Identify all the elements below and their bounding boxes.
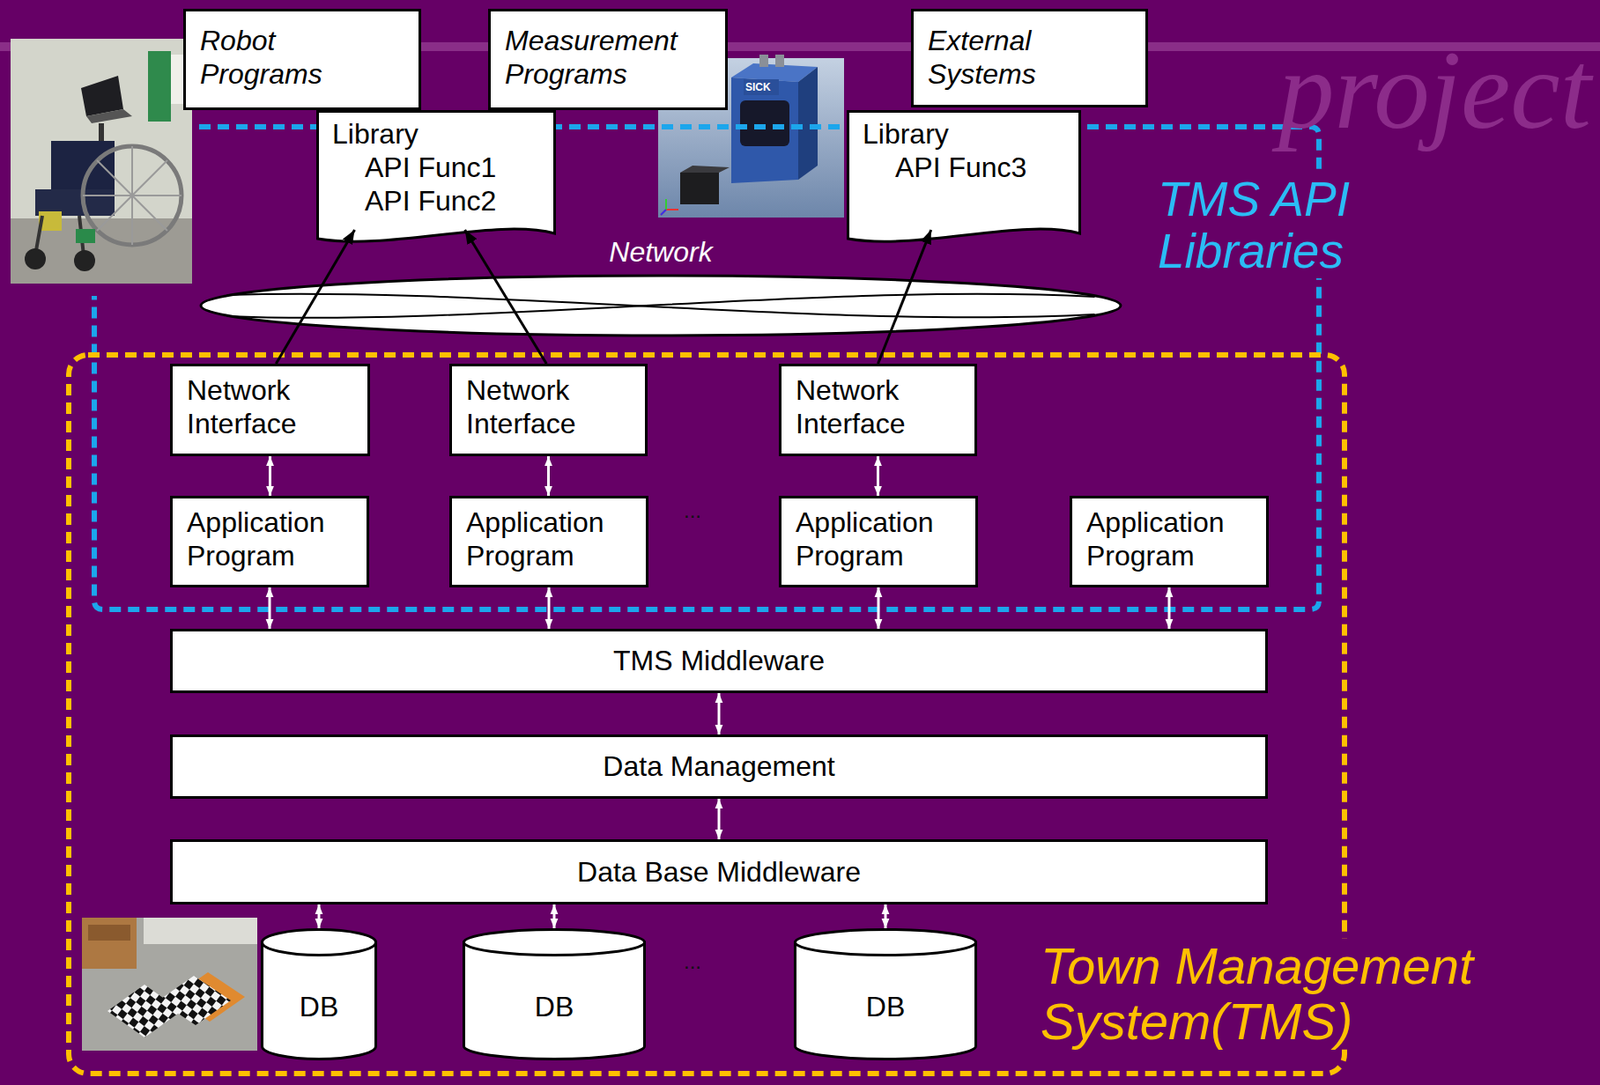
program-box: Robot Programs	[183, 8, 422, 111]
connector-arrow	[318, 904, 321, 929]
connector-arrow	[465, 229, 548, 364]
database-cylinder: DB	[462, 928, 646, 1061]
region-label: TMS API Libraries	[1152, 173, 1417, 279]
cylinder-top	[464, 930, 645, 956]
node-text: Library	[316, 117, 548, 151]
application-box: Application Program	[449, 496, 649, 588]
api-function: API Func2	[316, 184, 548, 218]
program-box: Measurement Programs	[488, 8, 728, 111]
floor-marker-photo	[81, 918, 258, 1052]
connector-arrow	[268, 456, 272, 497]
layer-bar: TMS Middleware	[170, 629, 1268, 694]
connector-arrow	[553, 904, 556, 929]
wheelchair-photo	[10, 38, 193, 284]
database-cylinder: DB	[260, 928, 378, 1061]
library-document: LibraryAPI Func3	[846, 110, 1082, 248]
node-text: Application Program	[466, 505, 632, 574]
database-cylinder: DB	[793, 928, 978, 1061]
connector-arrow	[876, 456, 880, 497]
application-box: Application Program	[778, 496, 978, 588]
node-text: Network Interface	[466, 373, 631, 442]
network-outline	[200, 275, 1121, 336]
node-text: Robot Programs	[200, 23, 359, 92]
connector-arrow	[718, 799, 721, 840]
cylinder-top	[795, 930, 977, 956]
node-text: Data Base Middleware	[577, 855, 861, 889]
application-box: Application Program	[1069, 496, 1269, 588]
connector-arrow	[275, 229, 355, 364]
system-box: External Systems	[911, 8, 1149, 108]
interface-box: Network Interface	[449, 363, 648, 457]
connector-arrow	[268, 587, 272, 630]
node-text: Network Interface	[186, 373, 354, 442]
connector-arrow	[878, 229, 932, 364]
network-ellipse: Network	[199, 234, 1123, 339]
cylinder-top	[262, 930, 377, 956]
api-region: TMS API LibrariesLibraryAPI Func1API Fun…	[91, 124, 1322, 613]
node-text: External Systems	[927, 23, 1104, 92]
node-text: DB	[793, 990, 978, 1024]
node-text: Data Management	[602, 749, 835, 784]
ellipsis-label: ...	[683, 949, 702, 975]
application-box: Application Program	[170, 496, 370, 588]
node-text: DB	[260, 990, 378, 1024]
network-line	[226, 294, 1095, 319]
node-text: TMS Middleware	[613, 644, 825, 678]
api-function: API Func1	[316, 150, 548, 185]
connector-arrow	[1168, 587, 1171, 630]
api-function: API Func3	[846, 150, 1073, 185]
interface-box: Network Interface	[170, 363, 371, 457]
node-text: Network Interface	[795, 373, 961, 442]
connector-arrow	[547, 456, 550, 497]
node-text: Network	[199, 234, 1123, 270]
layer-bar: Data Management	[170, 734, 1268, 800]
connector-arrow	[884, 904, 888, 929]
connector-arrow	[548, 587, 551, 630]
connector-arrow	[877, 587, 881, 630]
node-text: Measurement Programs	[504, 23, 712, 92]
watermark: project	[1278, 26, 1592, 155]
interface-box: Network Interface	[778, 363, 978, 457]
node-text: DB	[462, 990, 646, 1024]
node-text: Library	[846, 117, 1073, 151]
network-line	[226, 294, 1095, 319]
node-text: Application Program	[795, 505, 962, 574]
tms-region: Town Management System(TMS)TMS Middlewar…	[66, 352, 1348, 1077]
node-text: Application Program	[1086, 505, 1252, 574]
library-document: LibraryAPI Func1API Func2	[316, 110, 556, 248]
node-text: Application Program	[186, 505, 353, 574]
ellipsis-label: ...	[683, 498, 702, 524]
region-label: Town Management System(TMS)	[1035, 939, 1538, 1050]
dotted-outline	[94, 126, 1319, 610]
brand-label: SICK	[745, 81, 771, 94]
connector-arrow	[718, 693, 721, 735]
layer-bar: Data Base Middleware	[170, 839, 1268, 905]
